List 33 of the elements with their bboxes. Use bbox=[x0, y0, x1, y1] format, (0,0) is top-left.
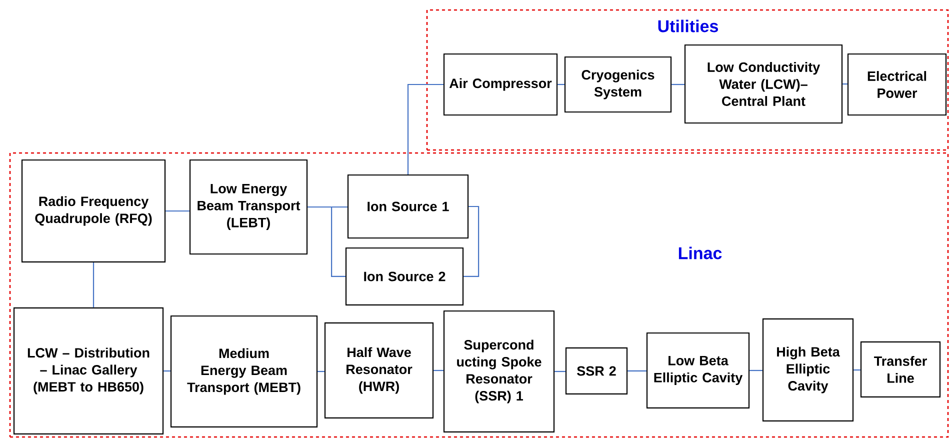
group-title: Utilities bbox=[658, 20, 718, 32]
connector-line bbox=[407, 84, 444, 174]
process-box: Low Energy Beam Transport (LEBT) bbox=[189, 159, 308, 255]
process-box: Supercond ucting Spoke Resonator (SSR) 1 bbox=[443, 310, 555, 433]
connector-line bbox=[672, 84, 684, 86]
connector-line bbox=[308, 206, 346, 278]
process-box: Transfer Line bbox=[860, 341, 941, 398]
process-box: Ion Source 2 bbox=[345, 247, 464, 306]
process-box: Ion Source 1 bbox=[347, 174, 469, 239]
group-title: Linac bbox=[678, 246, 722, 260]
process-box: High Beta Elliptic Cavity bbox=[762, 318, 854, 422]
connector-line bbox=[166, 210, 190, 212]
connector-line bbox=[558, 84, 564, 86]
process-box: Half Wave Resonator (HWR) bbox=[324, 322, 434, 419]
connector-line bbox=[464, 206, 480, 278]
connector-line bbox=[854, 369, 860, 371]
process-box: Medium Energy Beam Transport (MEBT) bbox=[170, 315, 318, 428]
process-box: Low Conductivity Water (LCW)– Central Plant bbox=[684, 44, 843, 124]
connector-line bbox=[92, 262, 94, 308]
connector-line bbox=[434, 370, 444, 372]
connector-line bbox=[318, 370, 324, 372]
process-box: Low Beta Elliptic Cavity bbox=[646, 332, 750, 409]
process-box: Cryogenics System bbox=[564, 56, 672, 113]
process-box: LCW – Distribution – Linac Gallery (MEBT to HB650) bbox=[13, 307, 164, 435]
connector-line bbox=[164, 370, 170, 372]
process-box: Radio Frequency Quadrupole (RFQ) bbox=[21, 159, 166, 263]
connector-line bbox=[628, 370, 646, 372]
connector-line bbox=[750, 370, 762, 372]
connector-line bbox=[554, 370, 566, 372]
process-box: SSR 2 bbox=[565, 347, 628, 395]
process-box: Electrical Power bbox=[847, 53, 947, 116]
connector-line bbox=[842, 83, 848, 85]
process-box: Air Compressor bbox=[443, 53, 558, 116]
